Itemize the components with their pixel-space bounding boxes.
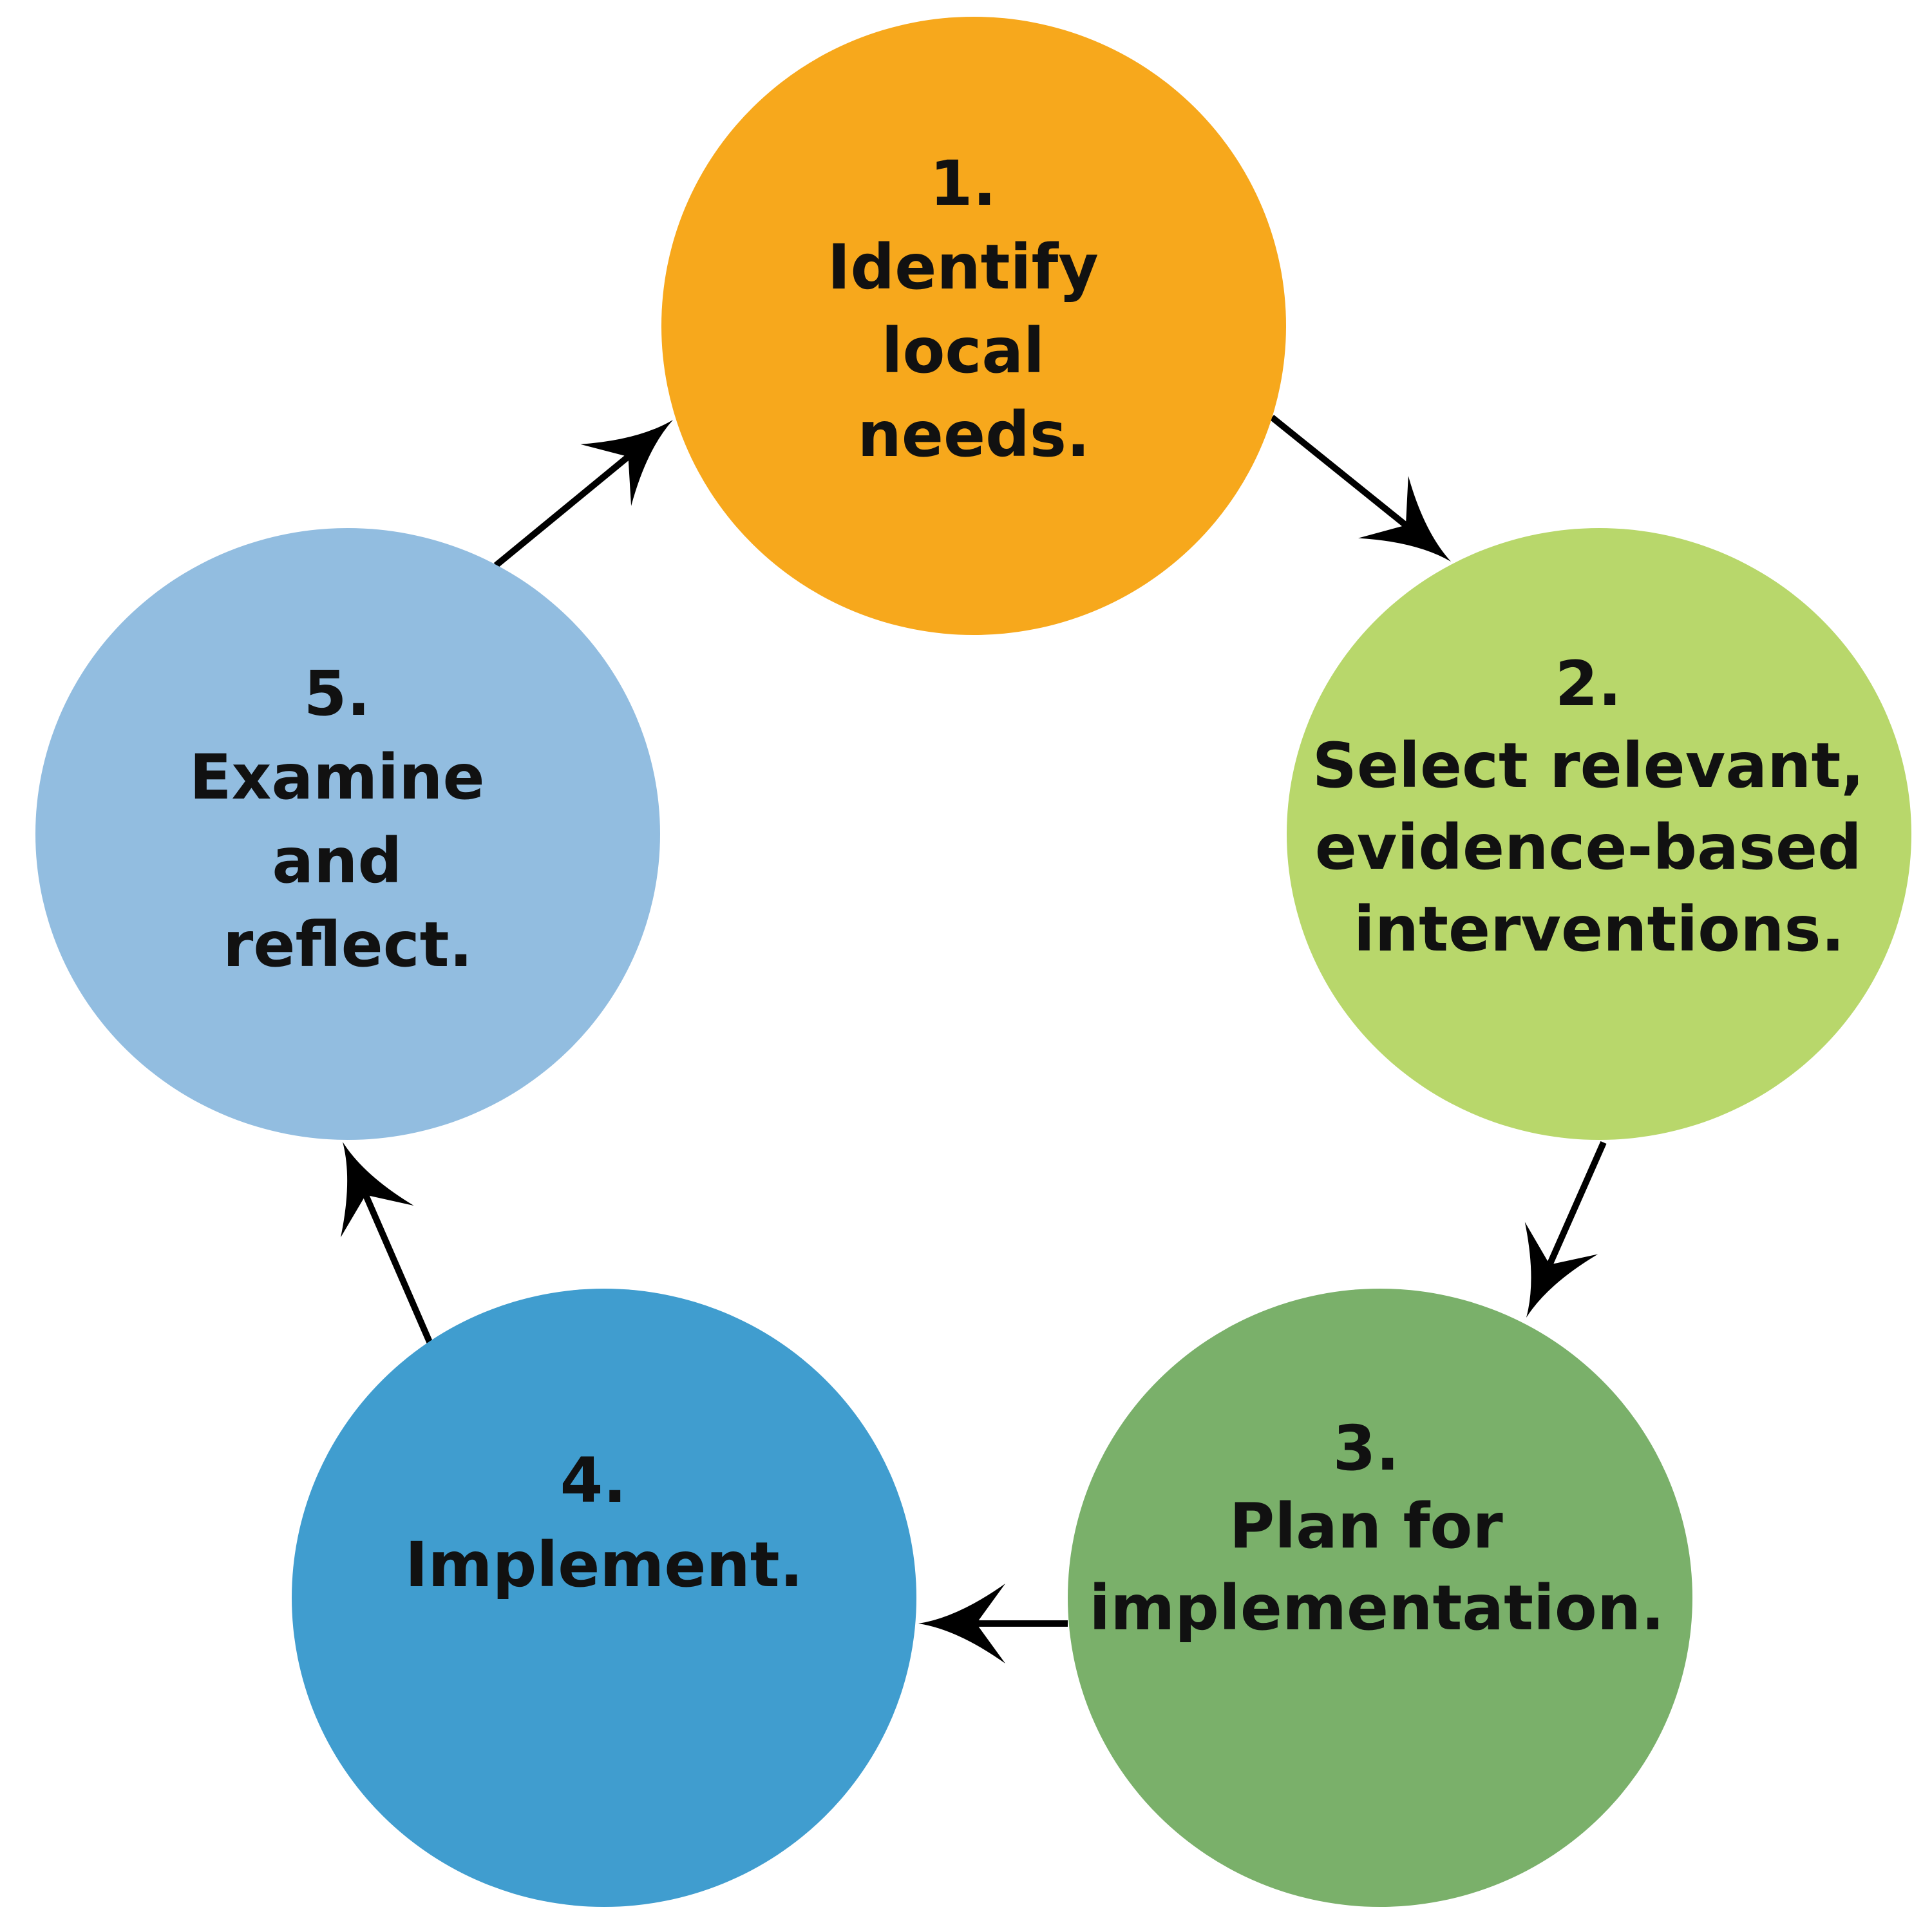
step-5-label: 5. Examine and reflect. xyxy=(189,658,506,981)
step-5-node: 5. Examine and reflect. xyxy=(35,528,660,1140)
step-3-line-1: Plan for xyxy=(1229,1490,1504,1562)
step-1-line-3: needs. xyxy=(858,399,1090,471)
step-5-number: 5. xyxy=(304,658,370,730)
arrow-2-to-3-shaft xyxy=(1546,1141,1607,1266)
step-2-label: 2. Select relevant, evidence-based inter… xyxy=(1312,648,1886,965)
step-1-circle xyxy=(661,17,1286,635)
step-4-node: 4. Implement. xyxy=(292,1289,916,1907)
arrow-5-to-1 xyxy=(493,420,673,568)
step-1-line-2: local xyxy=(882,315,1045,387)
step-3-line-2: implementation. xyxy=(1089,1572,1664,1644)
step-5-line-2: and xyxy=(272,825,402,897)
arrow-2-to-3-head xyxy=(1524,1222,1598,1318)
step-4-label: 4. Implement. xyxy=(405,1444,803,1601)
step-2-node: 2. Select relevant, evidence-based inter… xyxy=(1287,528,1911,1140)
arrow-4-to-5-shaft xyxy=(363,1193,433,1345)
step-2-line-2: evidence-based xyxy=(1315,811,1862,884)
arrow-5-to-1-shaft xyxy=(493,454,630,568)
step-3-number: 3. xyxy=(1333,1412,1399,1484)
step-5-circle xyxy=(35,528,660,1140)
step-3-node: 3. Plan for implementation. xyxy=(1068,1289,1692,1907)
arrows xyxy=(340,415,1607,1663)
arrow-3-to-4 xyxy=(918,1584,1068,1663)
step-3-label: 3. Plan for implementation. xyxy=(1089,1412,1664,1644)
step-5-line-1: Examine xyxy=(189,741,485,813)
step-4-circle xyxy=(292,1289,916,1907)
arrow-4-to-5 xyxy=(340,1142,433,1345)
step-1-label: 1. Identify local needs. xyxy=(828,147,1120,471)
step-4-line-1: Implement. xyxy=(405,1529,803,1601)
arrow-1-to-2 xyxy=(1269,415,1451,562)
arrow-1-to-2-shaft xyxy=(1269,415,1408,528)
step-2-line-3: interventions. xyxy=(1354,893,1844,965)
step-3-circle xyxy=(1068,1289,1692,1907)
step-4-number: 4. xyxy=(560,1444,627,1517)
arrow-3-to-4-head xyxy=(918,1584,1005,1663)
arrow-2-to-3 xyxy=(1524,1141,1607,1318)
arrow-1-to-2-head xyxy=(1358,476,1451,562)
step-2-number: 2. xyxy=(1555,648,1622,720)
arrow-4-to-5-head xyxy=(340,1142,414,1238)
arrow-5-to-1-head xyxy=(580,420,673,506)
step-2-circle xyxy=(1287,528,1911,1140)
step-1-line-1: Identify xyxy=(828,231,1099,303)
step-1-number: 1. xyxy=(930,147,996,220)
step-1-node: 1. Identify local needs. xyxy=(661,17,1286,635)
step-5-line-3: reflect. xyxy=(223,909,473,981)
step-2-line-1: Select relevant, xyxy=(1312,730,1864,802)
